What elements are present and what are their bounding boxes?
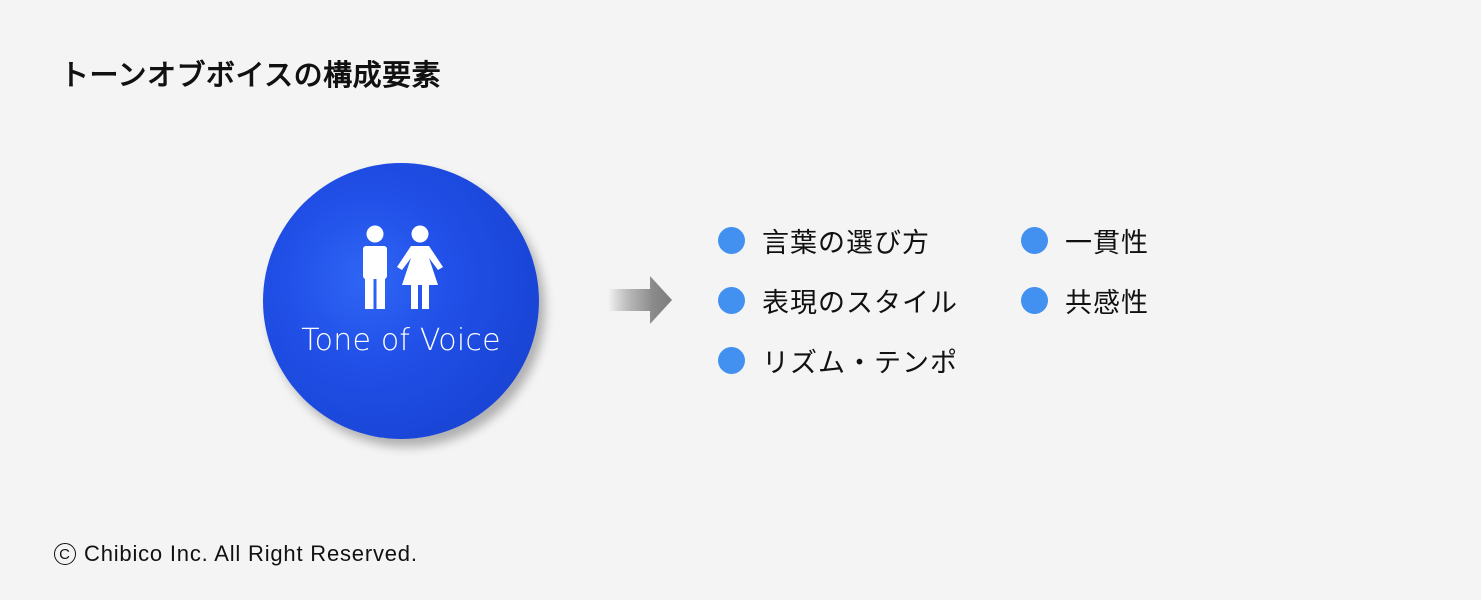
bullet-dot-icon <box>718 287 745 314</box>
restroom-people-icon <box>363 225 443 309</box>
arrow-right-icon <box>608 276 672 324</box>
list-item: 表現のスタイル <box>718 281 958 320</box>
circle-shape: Tone of Voice <box>263 163 539 439</box>
bullet-dot-icon <box>1021 227 1048 254</box>
list-item: 言葉の選び方 <box>718 221 930 260</box>
list-item-label: 共感性 <box>1065 288 1149 319</box>
list-item: 一貫性 <box>1021 221 1149 260</box>
list-item-label: 言葉の選び方 <box>762 228 930 259</box>
bullet-dot-icon <box>1021 287 1048 314</box>
copyright-footer: C Chibico Inc. All Right Reserved. <box>54 541 418 567</box>
list-item: 共感性 <box>1021 281 1149 320</box>
diagram-title: トーンオブボイスの構成要素 <box>60 58 442 92</box>
list-item: リズム・テンポ <box>718 341 958 380</box>
copyright-text: Chibico Inc. All Right Reserved. <box>84 541 418 566</box>
tone-of-voice-circle: Tone of Voice <box>263 163 539 439</box>
circle-label: Tone of Voice <box>301 323 501 358</box>
list-item-label: リズム・テンポ <box>762 348 958 379</box>
bullet-dot-icon <box>718 227 745 254</box>
list-item-label: 一貫性 <box>1065 228 1149 259</box>
list-item-label: 表現のスタイル <box>762 288 958 319</box>
copyright-icon: C <box>54 543 76 565</box>
bullet-dot-icon <box>718 347 745 374</box>
